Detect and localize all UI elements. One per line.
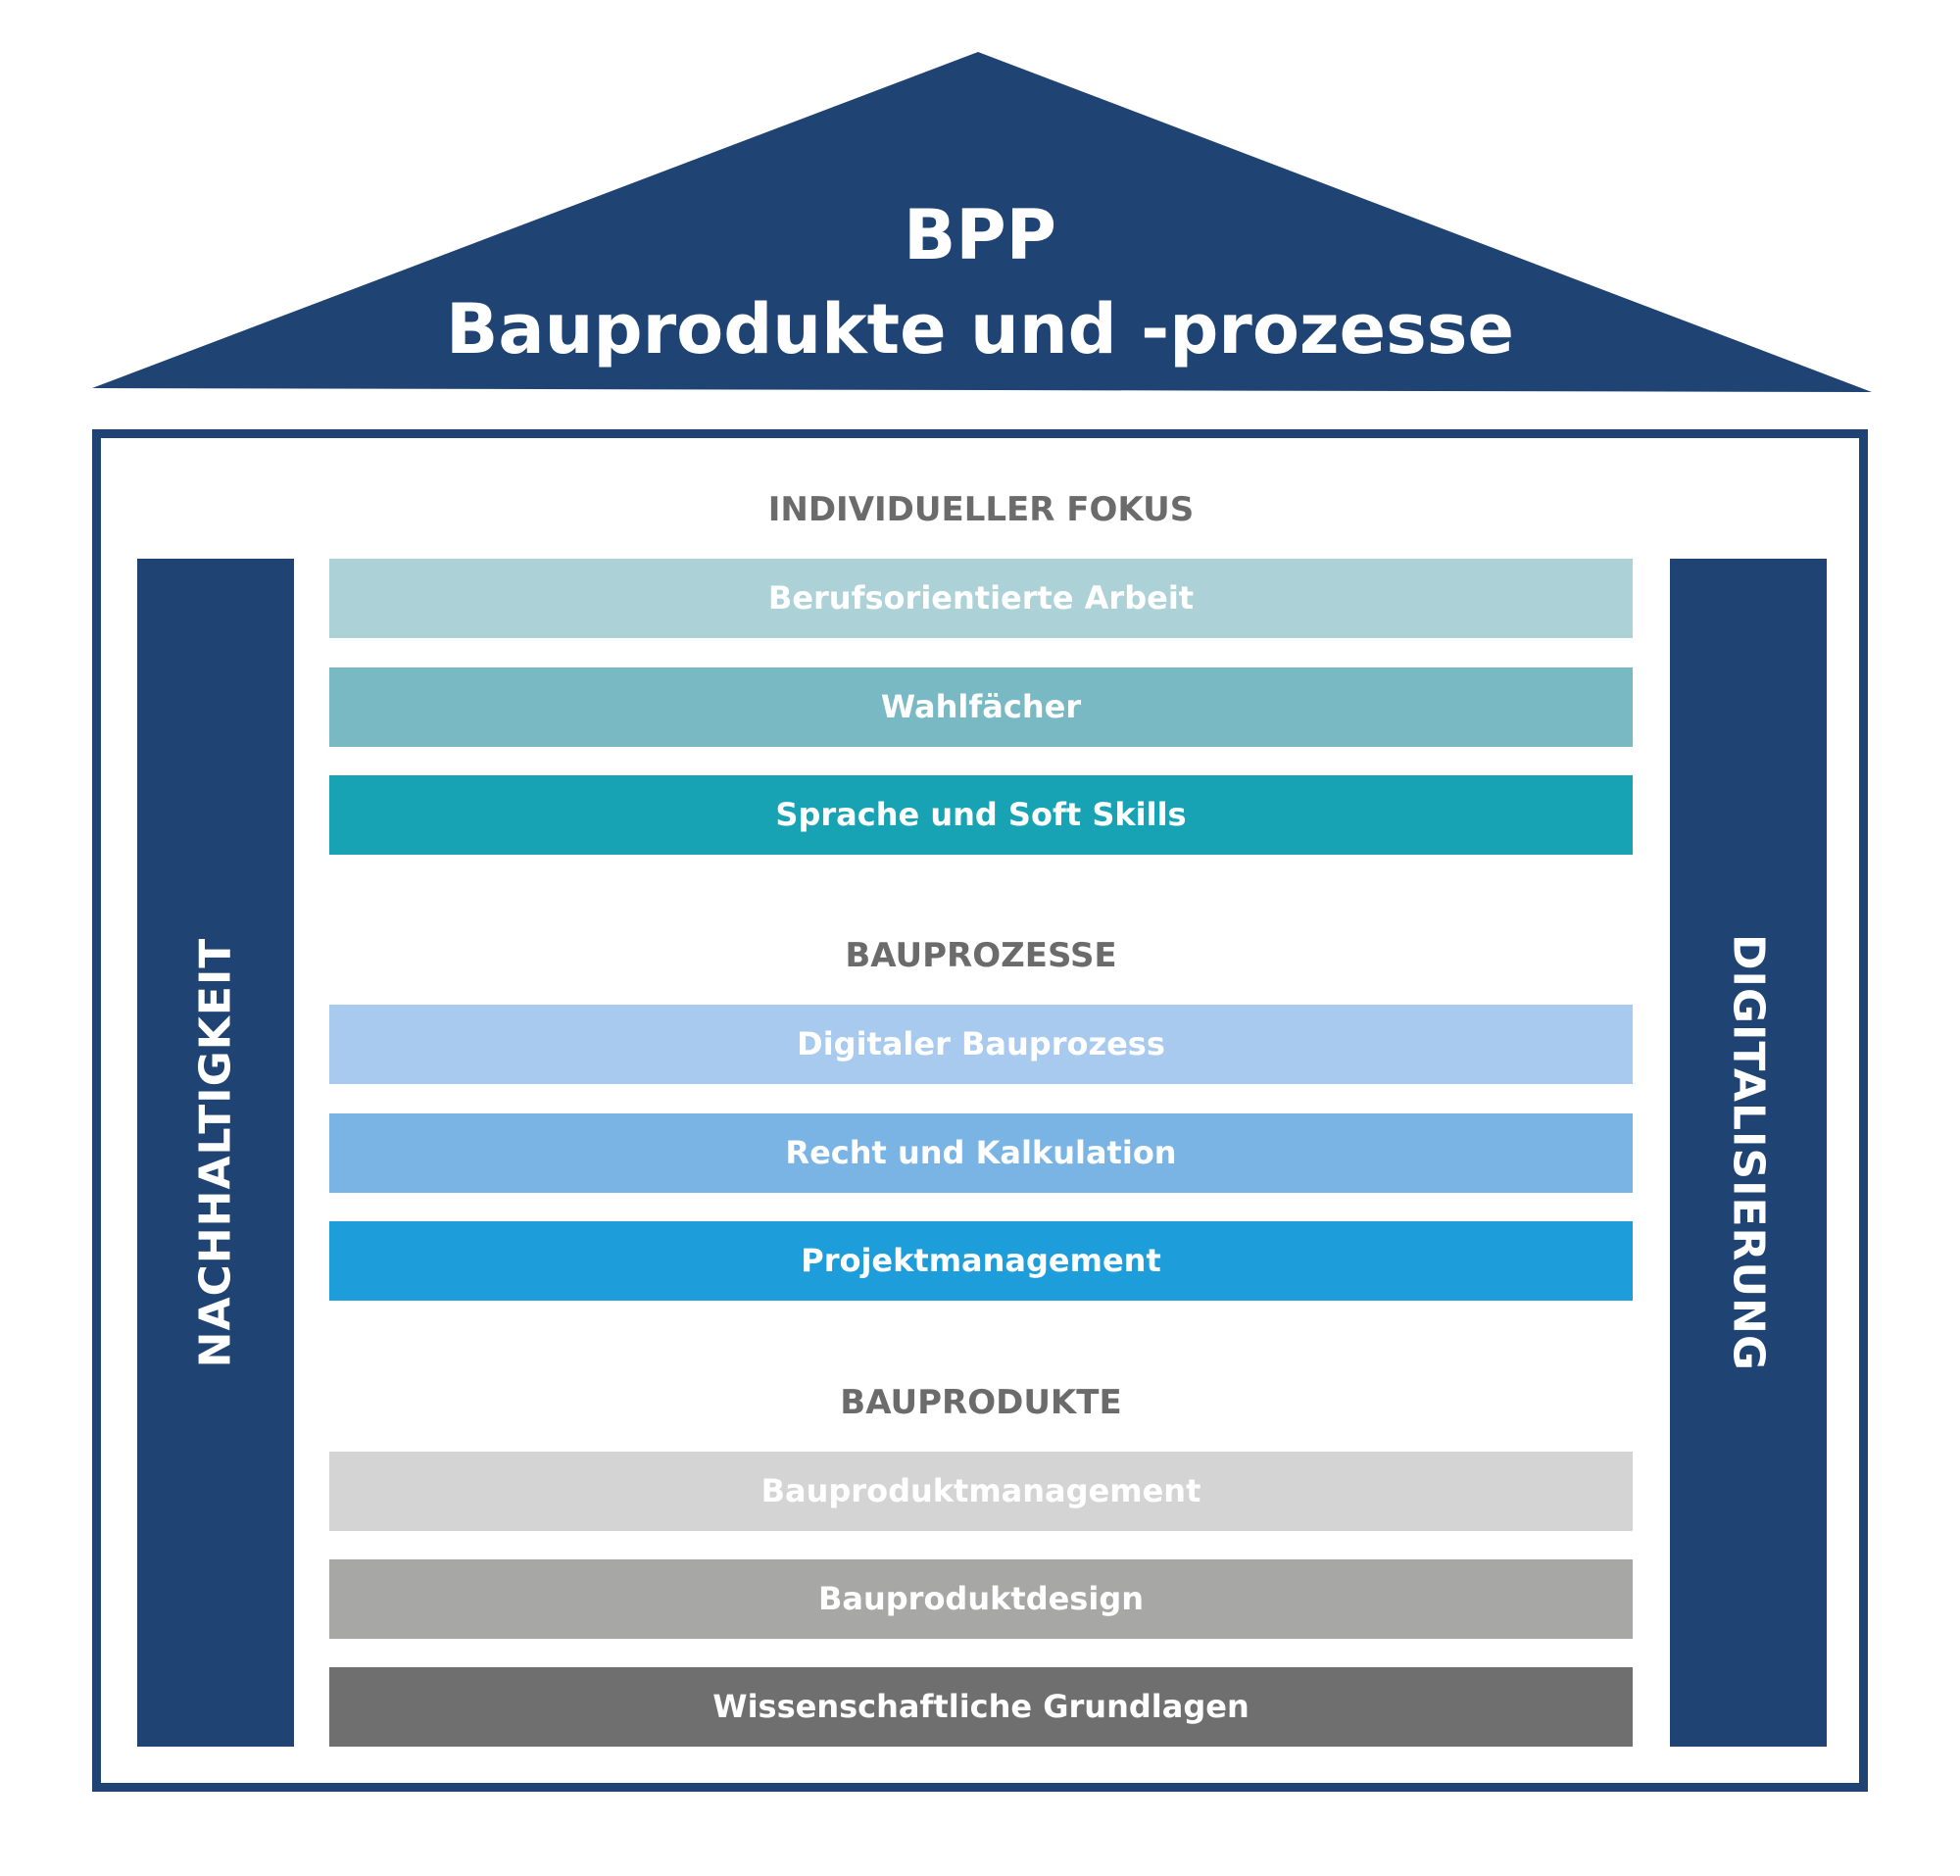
pillar-left-label: NACHHALTIGKEIT: [190, 937, 241, 1368]
roof: [92, 52, 1872, 392]
pillar-right-label: DIGITALISIERUNG: [1723, 933, 1774, 1372]
bar-bauproduktdesign: Bauproduktdesign: [329, 1559, 1633, 1639]
bar-bauproduktmanagement: Bauproduktmanagement: [329, 1452, 1633, 1531]
bar-recht-und-kalkulation: Recht und Kalkulation: [329, 1113, 1633, 1193]
pillar-left: NACHHALTIGKEIT: [137, 559, 294, 1747]
bar-projektmanagement: Projektmanagement: [329, 1221, 1633, 1301]
bar-wissenschaftliche-grundlagen: Wissenschaftliche Grundlagen: [329, 1667, 1633, 1747]
bar-berufsorientierte-arbeit: Berufsorientierte Arbeit: [329, 559, 1633, 638]
bar-wahlfaecher: Wahlfächer: [329, 667, 1633, 747]
roof-title-abbreviation: BPP: [904, 195, 1056, 275]
section-heading-bauprodukte: BAUPRODUKTE: [840, 1383, 1122, 1422]
bar-sprache-und-soft-skills: Sprache und Soft Skills: [329, 775, 1633, 855]
bar-digitaler-bauprozess: Digitaler Bauprozess: [329, 1005, 1633, 1084]
pillar-right: DIGITALISIERUNG: [1670, 559, 1827, 1747]
section-heading-bauprozesse: BAUPROZESSE: [845, 936, 1117, 975]
section-heading-individueller-fokus: INDIVIDUELLER FOKUS: [767, 490, 1195, 529]
roof-shape: [92, 52, 1872, 392]
roof-title-full: Bauprodukte und -prozesse: [446, 289, 1514, 370]
